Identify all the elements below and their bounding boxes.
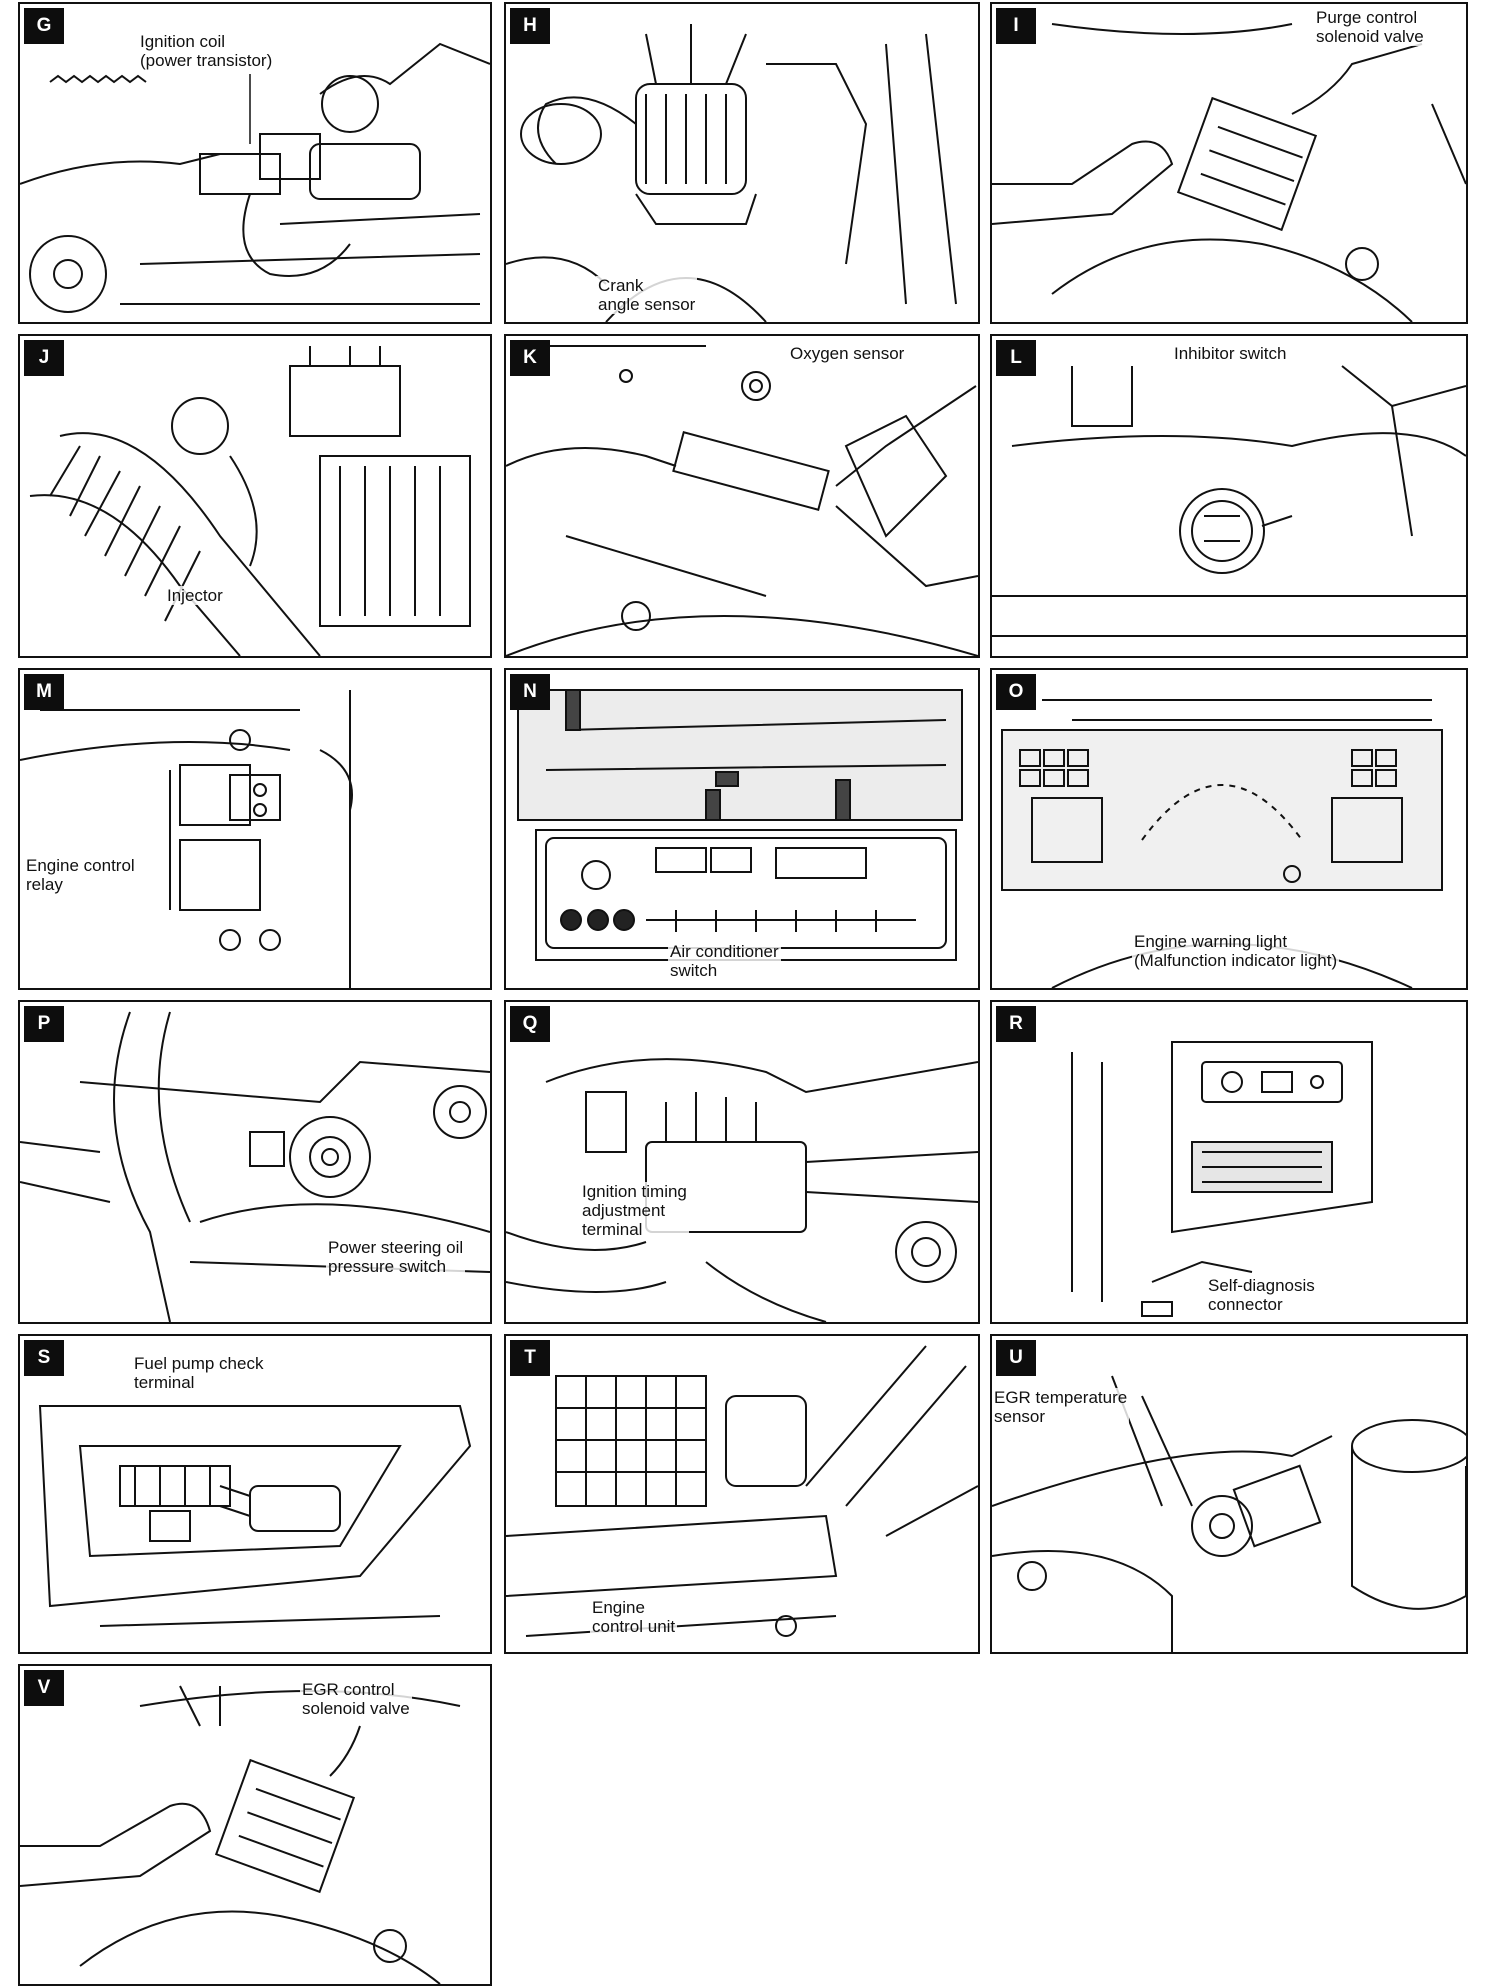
injector-label: Injector: [165, 586, 225, 605]
panel-letter: R: [996, 1006, 1036, 1042]
engine-control-unit-label: Engine control unit: [590, 1598, 678, 1636]
panel-letter: U: [996, 1340, 1036, 1376]
panel-p: P Power steering oil pressure switch: [18, 1000, 492, 1324]
label-line: sensor: [994, 1407, 1046, 1426]
egr-temperature-sensor-illustration: [992, 1375, 1466, 1652]
label-line: Inhibitor switch: [1174, 344, 1287, 363]
label-line: Oxygen sensor: [790, 344, 905, 363]
engine-warning-light-illustration: [1001, 699, 1443, 988]
egr-temperature-sensor-label: EGR temperature sensor: [992, 1388, 1130, 1426]
label-line: connector: [1208, 1295, 1283, 1314]
engine-warning-light-label: Engine warning light (Malfunction indica…: [1132, 932, 1340, 970]
label-line: Purge control: [1316, 8, 1418, 27]
panel-h: H Crank angle sensor: [504, 2, 980, 324]
inhibitor-switch-illustration: [992, 365, 1466, 637]
panel-letter: N: [510, 674, 550, 710]
label-line: angle sensor: [598, 295, 696, 314]
ignition-timing-terminal-illustration: [506, 1058, 978, 1322]
label-line: Power steering oil: [328, 1238, 464, 1257]
fuel-pump-check-terminal-label: Fuel pump check terminal: [132, 1354, 266, 1392]
label-line: Engine control: [26, 856, 135, 875]
panel-letter: J: [24, 340, 64, 376]
label-line: switch: [670, 961, 718, 980]
label-line: EGR temperature: [994, 1388, 1128, 1407]
panel-o: O Engine warning light (Malfunction indi…: [990, 668, 1468, 990]
panel-letter: V: [24, 1670, 64, 1706]
self-diagnosis-connector-label: Self-diagnosis connector: [1206, 1276, 1317, 1314]
egr-control-valve-label: EGR control solenoid valve: [300, 1680, 412, 1718]
panel-letter: P: [24, 1006, 64, 1042]
power-steering-switch-label: Power steering oil pressure switch: [326, 1238, 466, 1276]
label-line: Injector: [167, 586, 223, 605]
egr-control-valve-illustration: [20, 1685, 461, 1984]
air-conditioner-switch-label: Air conditioner switch: [668, 942, 781, 980]
panel-letter: I: [996, 8, 1036, 44]
panel-s: S Fuel pump check terminal: [18, 1334, 492, 1654]
panel-k: K Oxygen sensor: [504, 334, 980, 658]
oxygen-sensor-label: Oxygen sensor: [788, 344, 907, 363]
panel-g: G Ignition coil (power transistor): [18, 2, 492, 324]
panel-n: N Air conditioner switch: [504, 668, 980, 990]
fuel-pump-check-terminal-illustration: [38, 1405, 472, 1627]
label-line: relay: [26, 875, 63, 894]
label-line: Fuel pump check: [134, 1354, 264, 1373]
label-line: terminal: [582, 1220, 643, 1239]
engine-control-relay-label: Engine control relay: [24, 856, 137, 894]
label-line: Self-diagnosis: [1208, 1276, 1315, 1295]
label-line: Ignition coil: [140, 32, 226, 51]
panel-l: L Inhibitor switch: [990, 334, 1468, 658]
label-line: (power transistor): [140, 51, 273, 70]
label-line: adjustment: [582, 1201, 666, 1220]
panel-m: M Engine control relay: [18, 668, 492, 990]
self-diagnosis-connector-illustration: [1071, 1041, 1373, 1317]
panel-r: R Self-diagnosis connector: [990, 1000, 1468, 1324]
panel-j: J Injector: [18, 334, 492, 658]
panel-letter: H: [510, 8, 550, 44]
ignition-coil-label: Ignition coil (power transistor): [138, 32, 275, 70]
oxygen-sensor-illustration: [506, 345, 978, 656]
air-conditioner-switch-illustration: [517, 689, 963, 961]
label-line: Ignition timing: [582, 1182, 687, 1201]
label-line: Engine: [592, 1598, 645, 1617]
panel-v: V EGR control solenoid valve: [18, 1664, 492, 1986]
panel-letter: G: [24, 8, 64, 44]
ignition-timing-terminal-label: Ignition timing adjustment terminal: [580, 1182, 689, 1239]
panel-letter: S: [24, 1340, 64, 1376]
engine-control-unit-illustration: [506, 1345, 978, 1637]
label-line: terminal: [134, 1373, 195, 1392]
inhibitor-switch-label: Inhibitor switch: [1172, 344, 1289, 363]
panel-q: Q Ignition timing adjustment terminal: [504, 1000, 980, 1324]
label-line: EGR control: [302, 1680, 395, 1699]
panel-letter: K: [510, 340, 550, 376]
crank-angle-sensor-illustration: [506, 24, 957, 322]
injector-illustration: [29, 346, 471, 656]
ignition-coil-illustration: [20, 42, 490, 313]
label-line: (Malfunction indicator light): [1134, 951, 1338, 970]
panel-letter: T: [510, 1340, 550, 1376]
panel-letter: O: [996, 674, 1036, 710]
label-line: control unit: [592, 1617, 676, 1636]
label-line: Crank: [598, 276, 644, 295]
label-line: solenoid valve: [302, 1699, 410, 1718]
engine-control-relay-illustration: [20, 690, 353, 988]
crank-angle-sensor-label: Crank angle sensor: [596, 276, 698, 314]
label-line: pressure switch: [328, 1257, 447, 1276]
purge-control-valve-illustration: [992, 23, 1466, 322]
panel-t: T Engine control unit: [504, 1334, 980, 1654]
panel-i: I Purge control solenoid valve: [990, 2, 1468, 324]
label-line: Engine warning light: [1134, 932, 1288, 951]
purge-control-valve-label: Purge control solenoid valve: [1314, 8, 1426, 46]
label-line: solenoid valve: [1316, 27, 1424, 46]
label-line: Air conditioner: [670, 942, 779, 961]
panel-u: U EGR temperature sensor: [990, 1334, 1468, 1654]
panel-letter: Q: [510, 1006, 550, 1042]
panel-letter: M: [24, 674, 64, 710]
panel-letter: L: [996, 340, 1036, 376]
